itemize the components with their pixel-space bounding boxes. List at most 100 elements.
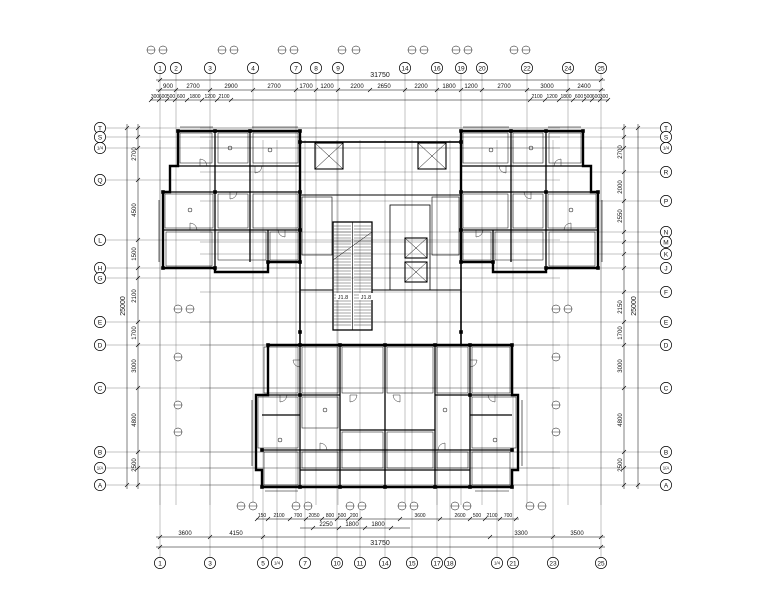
axis-bubble-circle (660, 339, 672, 351)
axis-bubble-top: 24 (562, 62, 574, 74)
dimension-label: 1800 (560, 94, 571, 100)
dimension-label: 200 (350, 513, 359, 519)
structural-column (176, 129, 180, 133)
door-swing (279, 394, 288, 403)
axis-bubble-left: Q (94, 174, 106, 186)
dimension-label: 2150 (618, 300, 624, 314)
dimension-label: 4500 (132, 203, 138, 217)
dimension-tick (207, 87, 213, 93)
dimension-tick (621, 134, 627, 140)
dimension-label: 2200 (414, 84, 428, 90)
stair-break-line (332, 231, 373, 261)
dimension-tick (497, 516, 503, 522)
axis-label: 25 (597, 560, 605, 567)
dimension-tick (598, 87, 604, 93)
stair-label-bg (336, 293, 351, 300)
axis-bubble-circle (94, 382, 106, 394)
elevator-shaft (404, 237, 428, 259)
lobby-room (389, 204, 431, 291)
dimension-tick (336, 525, 342, 531)
dimension-tick (135, 177, 141, 183)
dimension-label: 3600 (414, 513, 425, 519)
dimension-label: 1700 (132, 326, 138, 340)
axis-bubble-bottom: 21 (507, 557, 519, 569)
axis-bubble-circle (94, 272, 106, 284)
axis-bubble-right: C (660, 382, 672, 394)
axis-label: 7 (303, 560, 307, 567)
stair-label-left: J1.8 (338, 295, 348, 301)
dimension-lines (124, 77, 641, 550)
axis-bubble-circle (399, 62, 411, 74)
structural-column (468, 393, 472, 397)
axis-bubble-circle (154, 557, 166, 569)
axis-bubble-circle (660, 382, 672, 394)
axis-bubble-circle (595, 557, 607, 569)
structural-column (298, 343, 302, 347)
axis-bubble-circle (94, 479, 106, 491)
dimension-label: 1700 (618, 326, 624, 340)
axis-bubble-left: S (94, 131, 106, 143)
axis-bubble-circle (431, 557, 443, 569)
room-inner-outlines (164, 132, 597, 486)
elevator-shaft (404, 261, 428, 283)
structural-column (213, 129, 217, 133)
axis-bubble-left: 1/A (94, 462, 106, 474)
axis-bubble-circle (247, 62, 259, 74)
axis-label: 22 (523, 65, 531, 72)
room-outline (494, 231, 544, 261)
dimension-label: 1500 (132, 247, 138, 261)
axis-bubble-left: 1/4 (94, 142, 106, 154)
dimension-tick (388, 525, 394, 531)
axis-bubble-circle (455, 62, 467, 74)
dimension-tick (135, 385, 141, 391)
door-swing (292, 359, 301, 368)
dimension-tick (135, 342, 141, 348)
axis-bubble-circle (94, 142, 106, 154)
axis-bubble-right: N (660, 226, 672, 238)
dimension-label: 2900 (224, 84, 238, 90)
dimension-tick (157, 87, 163, 93)
axis-bubble-top: 7 (290, 62, 302, 74)
dimension-label: 2700 (186, 84, 200, 90)
axis-bubble-bottom: 1 (154, 557, 166, 569)
dimension-tick (207, 534, 213, 540)
axis-bubble-left: H (94, 262, 106, 274)
dimension-tick (157, 77, 163, 83)
dimension-label: 4150 (229, 531, 243, 537)
axis-bubble-top: 1 (154, 62, 166, 74)
axis-bubble-circle (94, 339, 106, 351)
dimension-tick (250, 87, 256, 93)
axis-bubble-circle (660, 462, 672, 474)
structural-column (544, 190, 548, 194)
dimension-label: 2700 (497, 84, 511, 90)
room-outline (263, 451, 299, 486)
door-swing (469, 359, 478, 368)
axis-label: 1 (158, 65, 162, 72)
axis-bubble-circle (476, 62, 488, 74)
structural-column (298, 129, 302, 133)
axis-bubble-circle (94, 234, 106, 246)
room-outline (471, 451, 511, 486)
doors-fixtures-columns (161, 129, 600, 489)
dimension-tick (135, 449, 141, 455)
room-outline (548, 132, 582, 164)
axis-bubble-bottom: 14 (379, 557, 391, 569)
dimension-tick (479, 87, 485, 93)
axis-bubble-circle (379, 557, 391, 569)
structural-column (510, 485, 514, 489)
axis-bubble-top: 14 (399, 62, 411, 74)
axis-bubble-circle (431, 62, 443, 74)
dimension-tick (621, 319, 627, 325)
axis-bubble-circle (94, 174, 106, 186)
dimension-label: 2250 (319, 522, 333, 528)
axis-bubble-right: E (660, 316, 672, 328)
dimension-tick (581, 97, 587, 103)
dimension-label: 2550 (618, 209, 624, 223)
axis-label: 19 (457, 65, 465, 72)
axis-bubble-right: D (660, 339, 672, 351)
dimension-tick (589, 97, 595, 103)
dimension-tick (550, 534, 556, 540)
axis-bubble-circle (204, 62, 216, 74)
axis-bubble-right: J (660, 262, 672, 274)
dimension-tick (303, 516, 309, 522)
